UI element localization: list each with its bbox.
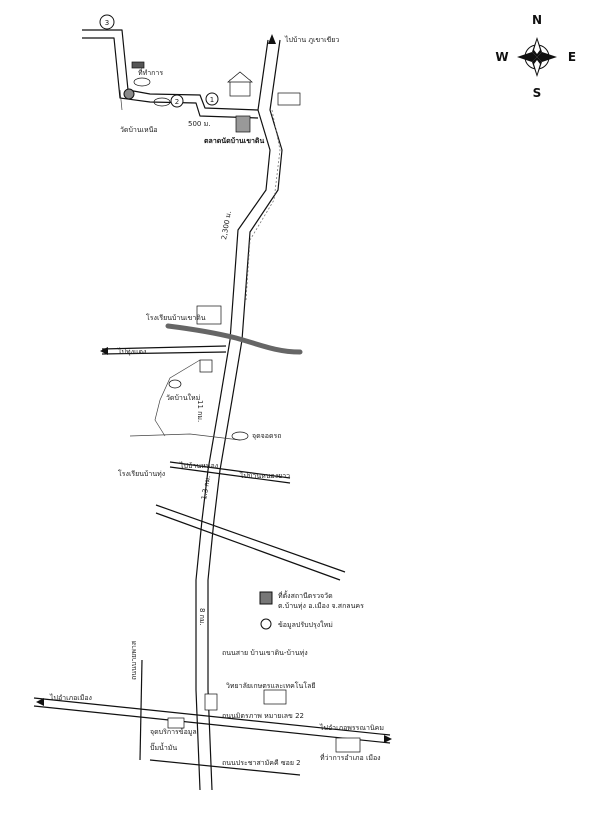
legend-swatch: [259, 591, 273, 605]
legend-circle-icon: [260, 618, 272, 630]
college-label: วิทยาลัยเกษตรและเทคโนโลยี: [226, 681, 316, 690]
top-right-road-label: ไปบ้าน ภูเขาเขียว: [284, 35, 339, 44]
market-label: ตลาดนัดบ้านเขาดิน: [204, 136, 264, 145]
top-left-road-b: [82, 37, 259, 119]
info-point-label: จุดบริการข้อมูล: [150, 728, 197, 736]
mid-cross-road-b: [169, 466, 291, 484]
college-building-icon: [263, 689, 287, 705]
right-bottom-road-label: ไปอำเภอพรรณานิคม: [319, 723, 384, 732]
top-left-road-a: [82, 29, 259, 111]
building-icon: [199, 359, 213, 373]
legend: ที่ตั้งสถานีตรวจวัด ต.บ้านทุ่ง อ.เมือง จ…: [259, 589, 364, 630]
bottom-road-a: [33, 697, 391, 736]
district-office-label: ที่ว่าการอำเภอ เมือง: [320, 753, 381, 762]
diagonal-road-b: [155, 512, 341, 581]
river: [165, 323, 303, 355]
gas-station-label: ปั๊มน้ำมัน: [150, 741, 177, 752]
svg-text:1: 1: [210, 96, 214, 104]
left-bottom-arrow-icon: [36, 698, 44, 706]
compass-s-label: S: [533, 86, 542, 100]
cluster-b-label: วัดบ้านเหนือ: [120, 126, 158, 134]
temple-right-label: จุดจอดรถ: [252, 432, 282, 440]
flag-icon: [131, 61, 145, 69]
svg-text:2: 2: [175, 98, 179, 106]
legend-line2: ต.บ้านทุ่ง อ.เมือง จ.สกลนคร: [278, 602, 364, 610]
compass-n-label: N: [532, 13, 542, 27]
pagoda-icon: [168, 379, 182, 389]
cluster-d-label: โรงเรียนบ้านทุ่ง: [118, 469, 165, 478]
right-bottom-arrow-icon: [384, 735, 392, 743]
house-icon: [229, 79, 251, 97]
dist-13-label: 1.3 กม.: [200, 475, 212, 500]
left-road-arrow-icon: [100, 347, 108, 355]
compass-e-label: E: [568, 50, 576, 64]
road-network: [33, 29, 391, 791]
house-roof-icon: [227, 71, 253, 83]
main-road-west-edge: [195, 39, 271, 791]
compass-east-arrow: [537, 52, 557, 62]
dist-500-label: 500 ม.: [188, 120, 210, 128]
temple-icon: [153, 97, 171, 107]
mid-road-right-label: ไปบ้านหนองยาว: [239, 471, 290, 480]
svg-text:3: 3: [105, 19, 109, 27]
diagonal-road-a: [155, 504, 346, 573]
school-mid-label: โรงเรียนบ้านเขาดิน: [146, 313, 206, 322]
cluster-a-label: ที่ทำการ: [138, 68, 163, 77]
legend-line3: ข้อมูลปรับปรุงใหม่: [278, 620, 333, 629]
office-building-icon: [335, 737, 361, 753]
temple-mid-icon: [231, 431, 249, 441]
dist-8-label: 8 กม.: [198, 608, 206, 626]
road-bottom2-label: ถนนมิตรภาพ หมายเลข 22: [222, 712, 304, 720]
dotted-trail: [245, 109, 281, 301]
left-bottom-road-label: ไปอำเภอเมือง: [49, 693, 92, 702]
marker-1: 1: [205, 92, 219, 106]
start-point-marker: [123, 88, 135, 100]
market-stall-icon: [277, 92, 301, 106]
school-building-icon: [196, 305, 222, 325]
mid-cross-road-a: [169, 461, 291, 479]
minor-lanes: [119, 89, 241, 441]
marker-3: 3: [99, 14, 115, 30]
left-road-b: [101, 351, 227, 355]
gas-station-icon: [167, 717, 185, 729]
bottom-left-vertical: [139, 659, 143, 761]
compass-rose: N S W E: [495, 13, 576, 100]
mid-road-left-label: ไปบ้านหนอง: [179, 461, 218, 470]
bottom-road-label: ถนนประชาสามัคคี ซอย 2: [222, 759, 301, 767]
compass-west-arrow: [517, 52, 537, 62]
compass-w-label: W: [495, 50, 508, 64]
legend-title: ที่ตั้งสถานีตรวจวัด: [278, 589, 333, 600]
temple-mid-label: วัดบ้านใหม่: [166, 393, 200, 402]
marker-2: 2: [170, 94, 184, 108]
bottom-lower-road: [149, 759, 301, 776]
main-road-east-edge: [207, 39, 283, 791]
road-bottom1-label: ถนนสาย บ้านเขาดิน-บ้านทุ่ง: [222, 649, 308, 657]
bypass-label: ถนนบายพาส: [130, 640, 138, 680]
left-road-label: ไปทุ่งแดง: [117, 347, 146, 356]
dist-11-label: 11 กม.: [196, 400, 204, 422]
top-road-arrow-icon: [268, 34, 276, 44]
dist-2300-label: 2,300 ม.: [220, 210, 233, 240]
pond-icon: [133, 77, 151, 87]
shrine-icon: [235, 115, 251, 133]
traffic-light-icon: [204, 693, 218, 711]
left-road-a: [101, 345, 227, 350]
bottom-road-b: [33, 705, 391, 744]
